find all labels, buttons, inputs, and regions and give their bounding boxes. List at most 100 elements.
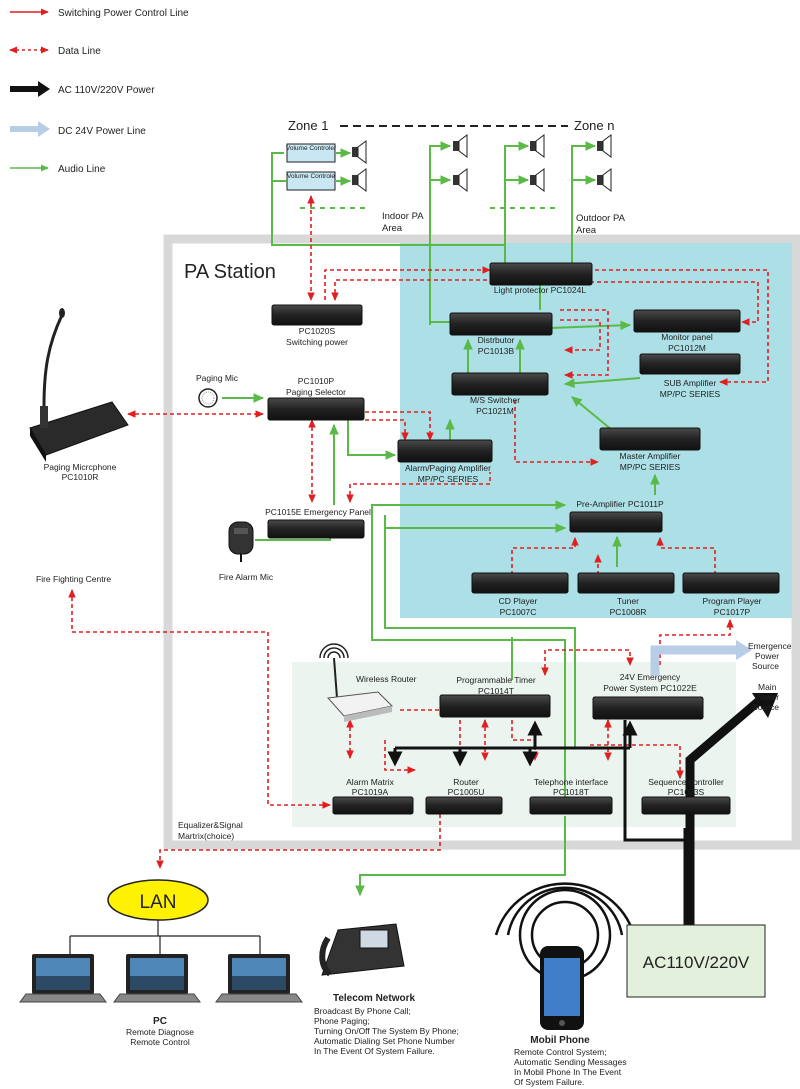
program-label-1: Program Player [702,596,761,606]
telecom-desc-2: Phone Paging; [314,1016,370,1026]
wireless-router-label: Wireless Router [356,674,417,684]
tuner-label-1: Tuner [617,596,639,606]
laptop-icon-3 [215,954,303,1003]
paging-console-label-2: PC1010R [62,472,99,482]
pre-amp-label: Pre-Amplifier PC1011P [576,499,664,509]
router-label-2: PC1005U [448,787,485,797]
emergence-source-2: Power [755,651,779,661]
emergency-power-label-2: Power System PC1022E [603,683,697,693]
pc-title: PC [153,1016,167,1027]
paging-selector-label-2: Paging Selector [286,387,346,397]
sub-amp-label-1: SUB Amplifier [664,378,717,388]
outdoor-label-2: Area [576,225,597,236]
device-sequence-controller [641,796,731,815]
mobile-desc-4: Of System Failure. [514,1077,584,1087]
timer-label-2: PC1014T [478,686,514,696]
devices: Light protector PC1024L PC1020S Switchin… [265,262,780,815]
speaker-icon-2 [352,168,367,192]
emergency-panel-label: PC1015E Emergency Panel [265,507,371,517]
paging-mic-label: Paging Mic [196,373,239,383]
pa-station-title: PA Station [184,261,276,283]
alarm-amp-label-2: MP/PC SERIES [418,474,479,484]
legend-ac-arrow [10,81,50,97]
lan-wires [69,920,261,954]
telecom-title: Telecom Network [333,993,415,1004]
laptop-icon-1 [19,954,107,1003]
legend-dc-label: DC 24V Power Line [58,126,146,137]
zonen-label: Zone n [574,118,614,133]
alarm-matrix-label-2: PC1019A [352,787,389,797]
device-tuner [577,572,675,594]
device-light-protector [489,262,593,286]
indoor-label-1: Indoor PA [382,211,424,222]
speaker-icon-4 [453,168,468,192]
telephone-label-1: Telephone interface [534,777,608,787]
pc-desc-2: Remote Control [130,1037,190,1047]
lan-label: LAN [140,892,177,913]
equalizer-label-1: Equalizer&Signal [178,820,243,830]
legend-audio-label: Audio Line [58,164,106,175]
distributor-label-1: Distrbutor [478,335,515,345]
telecom-desc-3: Turning On/Off The System By Phone; [314,1026,459,1036]
device-emergency-power [592,696,704,720]
main-source-1: Main [758,682,777,692]
device-timer [439,694,551,718]
telecom-desc-4: Automatic Dialing Set Phone Number [314,1036,455,1046]
cd-label-1: CD Player [499,596,538,606]
master-amp-label-1: Master Amplifier [620,451,681,461]
distributor-label-2: PC1013B [478,346,515,356]
fire-alarm-mic-label: Fire Alarm Mic [219,572,274,582]
mobile-desc-2: Automatic Sending Messages [514,1057,626,1067]
monitor-label-1: Monitor panel [661,332,713,342]
zone1-label: Zone 1 [288,118,328,133]
wireless-router-icon [319,643,394,722]
device-emergency-panel [267,519,365,539]
telecom-desc-5: In The Event Of System Failure. [314,1046,435,1056]
alarm-matrix-label-1: Alarm Matrix [346,777,394,787]
legend-data-label: Data Line [58,46,101,57]
mobile-phone-icon [540,946,584,1030]
device-monitor [633,309,741,333]
tuner-label-2: PC1008R [610,607,647,617]
mobile-title: Mobil Phone [530,1035,590,1046]
fire-alarm-mic-icon [228,521,254,562]
program-label-2: PC1017P [714,607,751,617]
main-power-arrow-head [752,693,778,718]
speaker-icon-5 [530,134,545,158]
speaker-icon-1 [352,140,367,164]
telephone-icon [319,923,405,977]
paging-mic-group: Paging Mic [196,373,239,408]
volume2-label: Volume Controle [287,173,335,180]
emergence-source-3: Source [752,661,779,671]
dc-power-line [650,645,738,675]
timer-label-1: Programmable Timer [456,675,536,685]
router-label-1: Router [453,777,479,787]
device-paging-selector [267,397,365,421]
fire-centre-label: Fire Fighting Centre [36,574,111,584]
ac-power-lines [387,720,687,925]
equalizer-label-2: Martrix(choice) [178,831,234,841]
ms-switcher-label-1: M/S Switcher [470,395,520,405]
cd-label-2: PC1007C [500,607,537,617]
pc-desc-1: Remote Diagnose [126,1027,194,1037]
device-cd-player [471,572,569,594]
volume1-label: Volume Controler [286,145,337,152]
emergency-power-label-1: 24V Emergency [620,672,681,682]
device-alarm-matrix [332,796,414,815]
master-amp-label-2: MP/PC SERIES [620,462,681,472]
legend-switching-label: Switching Power Control Line [58,8,189,19]
device-ms-switcher [451,372,549,396]
sub-amp-label-2: MP/PC SERIES [660,389,721,399]
telecom-desc-1: Broadcast By Phone Call; [314,1006,411,1016]
speaker-icon-6 [530,168,545,192]
switching-power-label-2: Switching power [286,337,348,347]
device-distributor [449,312,553,336]
light-protector-label: Light protector PC1024L [494,285,586,295]
cyan-area [400,243,792,618]
paging-selector-label-1: PC1010P [298,376,335,386]
speaker-icon-3 [453,134,468,158]
outdoor-label-1: Outdoor PA [576,213,626,224]
sequence-label-1: Sequence controller [648,777,724,787]
emergence-source-1: Emergence [748,641,792,651]
